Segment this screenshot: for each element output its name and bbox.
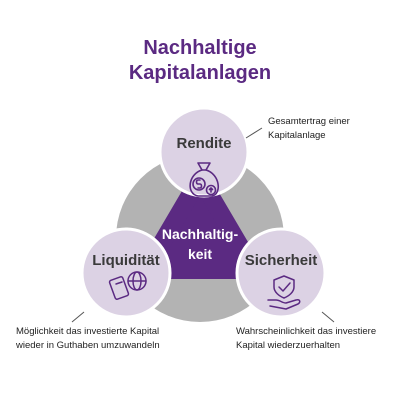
- description-right-line-2: Kapital wiederzuerhalten: [236, 340, 341, 351]
- description-left-line-2: wieder in Guthaben umzuwandeln: [16, 340, 160, 351]
- node-label-top: Rendite: [176, 135, 232, 152]
- center-label-line-1: Nachhaltig-: [161, 226, 239, 242]
- node-circle-right: [235, 227, 327, 319]
- center-label-line-2: keit: [187, 246, 213, 262]
- connector-top: [245, 127, 263, 139]
- description-right: Wahrscheinlichkeit das investiere Kapita…: [236, 325, 398, 353]
- description-left-line-1: Möglichkeit das investierte Kapital: [16, 326, 160, 337]
- money-bag-icon: [189, 162, 219, 197]
- title-line-1: Nachhaltige: [143, 37, 257, 59]
- node-circle-left: [80, 227, 172, 319]
- connector-left: [71, 311, 85, 323]
- node-circle-top: [158, 106, 250, 198]
- connector-right: [321, 311, 335, 323]
- center-label: Nachhaltig- keit: [150, 224, 250, 264]
- description-top-line-2: Kapitalanlage: [268, 130, 326, 141]
- description-right-line-1: Wahrscheinlichkeit das investiere: [236, 326, 377, 337]
- node-label-left: Liquidität: [92, 252, 160, 269]
- description-left: Möglichkeit das investierte Kapital wied…: [16, 325, 216, 353]
- shield-hand-icon: [267, 275, 301, 310]
- card-globe-icon: [108, 271, 147, 300]
- node-label-right: Sicherheit: [244, 252, 318, 269]
- center-triangle: [137, 169, 263, 279]
- description-top: Gesamtertrag einer Kapitalanlage: [268, 115, 398, 143]
- title-line-2: Kapitalanlagen: [128, 62, 272, 84]
- description-top-line-1: Gesamtertrag einer: [268, 116, 350, 127]
